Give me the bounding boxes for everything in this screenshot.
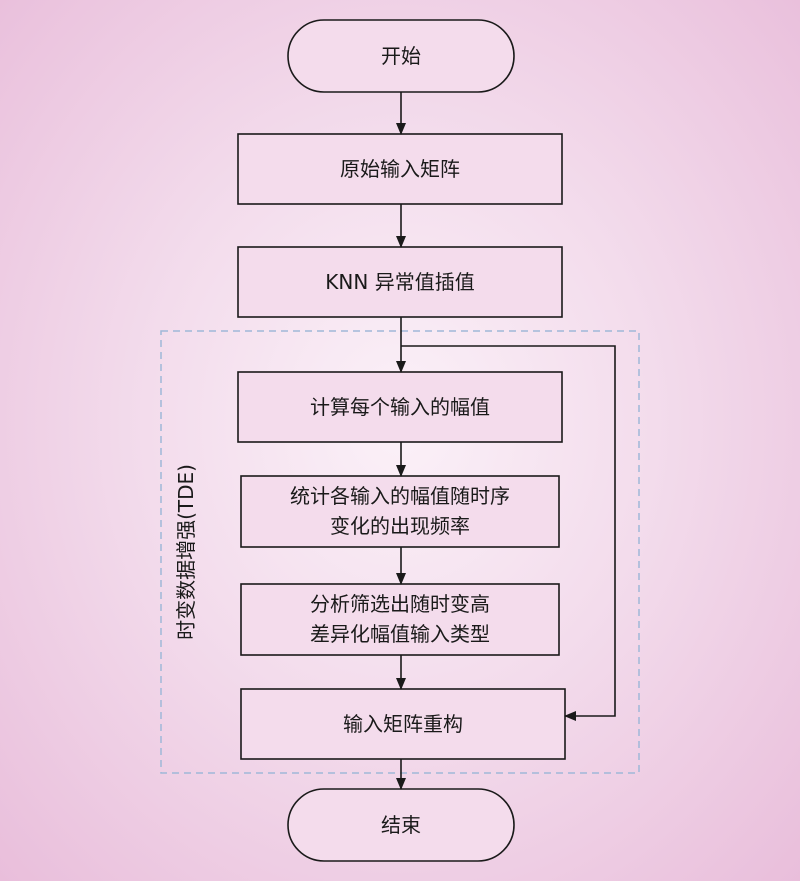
calc-amplitude-node <box>237 371 563 443</box>
end-label: 结束 <box>381 813 421 837</box>
filter-types-line1: 分析筛选出随时变高 <box>310 592 490 616</box>
raw-input-label: 原始输入矩阵 <box>340 157 460 181</box>
knn-label: KNN 异常值插值 <box>325 270 474 294</box>
calc-amplitude-label: 计算每个输入的幅值 <box>310 395 490 419</box>
knn-node <box>237 246 563 318</box>
reconstruct-node <box>240 688 566 760</box>
filter-types-node <box>240 583 560 656</box>
stat-frequency-line1: 统计各输入的幅值随时序 <box>290 484 510 508</box>
bypass-arrow <box>401 345 616 721</box>
tde-group-border <box>160 330 640 774</box>
tde-group-label: 时变数据增强(TDE) <box>174 464 198 640</box>
stat-frequency-line2: 变化的出现频率 <box>330 514 470 538</box>
start-label: 开始 <box>381 44 421 68</box>
raw-input-node <box>237 133 563 205</box>
reconstruct-label: 输入矩阵重构 <box>343 712 463 736</box>
filter-types-line2: 差异化幅值输入类型 <box>310 622 490 646</box>
stat-frequency-node <box>240 475 560 548</box>
